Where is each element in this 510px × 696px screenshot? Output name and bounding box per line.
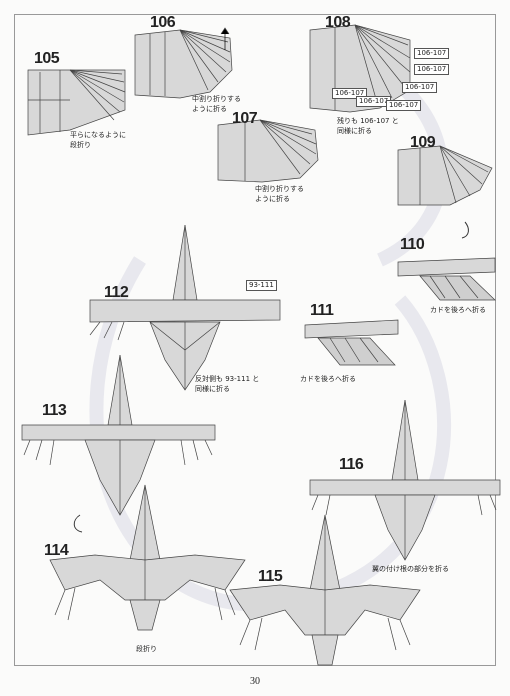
step-number: 107 xyxy=(232,110,258,127)
step-106-figure xyxy=(134,27,233,99)
step-number: 112 xyxy=(104,284,129,301)
page-number: 30 xyxy=(250,676,260,687)
step-instruction: 平らになるように 段折り xyxy=(70,131,126,149)
step-number: 115 xyxy=(258,568,283,585)
step-number: 106 xyxy=(150,14,176,31)
step-109-figure xyxy=(397,145,493,206)
step-instruction: カドを後ろへ折る xyxy=(430,306,486,314)
step-instruction: 反対側も 93-111 と 同様に折る xyxy=(195,375,260,393)
step-number: 108 xyxy=(325,14,351,31)
step-instruction: 翼の付け根の部分を折る xyxy=(372,565,449,573)
step-115-figure xyxy=(229,514,421,666)
step-105-figure xyxy=(27,69,126,136)
step-instruction: カドを後ろへ折る xyxy=(300,375,356,383)
step-number: 110 xyxy=(400,236,425,253)
step-107-figure xyxy=(217,119,319,183)
reference-label: 106-107 xyxy=(402,82,438,93)
step-112-figure xyxy=(89,224,281,391)
step-instruction: 段折り xyxy=(136,645,157,653)
step-instruction: 残りも 106-107 と 同様に折る xyxy=(337,117,399,135)
reference-label: 106-107 xyxy=(414,64,450,75)
step-110-figure xyxy=(397,257,496,301)
step-number: 105 xyxy=(34,50,60,67)
step-number: 114 xyxy=(44,542,69,559)
step-number: 116 xyxy=(339,456,364,473)
reference-label: 93-111 xyxy=(246,280,277,291)
step-114-figure xyxy=(49,484,246,631)
step-number: 109 xyxy=(410,134,436,151)
reference-label: 106-107 xyxy=(332,88,368,99)
step-instruction: 中割り折りする ように折る xyxy=(192,95,241,113)
step-number: 113 xyxy=(42,402,67,419)
step-instruction: 中割り折りする ように折る xyxy=(255,185,304,203)
rotate-symbols xyxy=(73,221,469,533)
step-116-figure xyxy=(309,399,501,561)
step-number: 111 xyxy=(310,302,334,319)
reference-label: 106-107 xyxy=(386,100,422,111)
page-frame xyxy=(14,14,496,666)
step-111-figure xyxy=(304,319,399,366)
step-113-figure xyxy=(21,354,216,516)
reference-label: 106-107 xyxy=(414,48,450,59)
